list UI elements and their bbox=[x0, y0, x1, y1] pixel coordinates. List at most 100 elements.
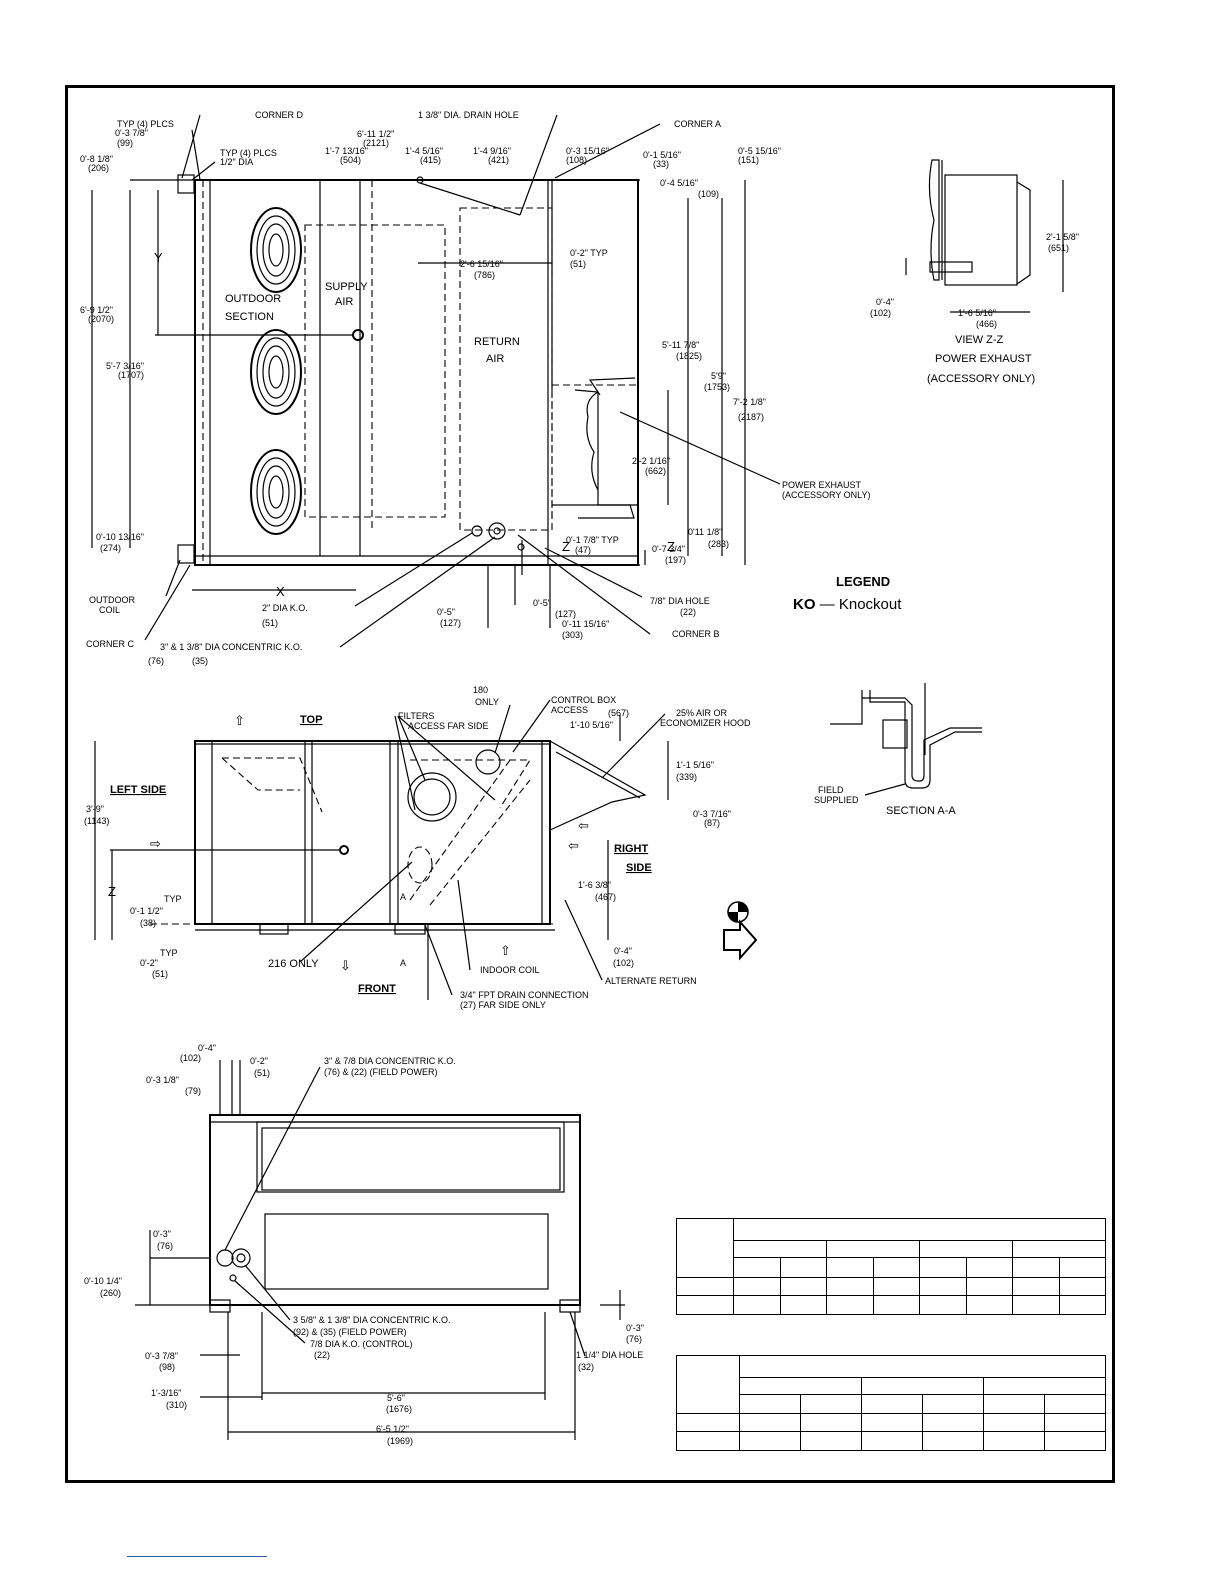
dimension-label: OUTDOOR bbox=[225, 293, 281, 305]
dimension-label: (102) bbox=[613, 958, 634, 968]
dimension-label: (283) bbox=[708, 539, 729, 549]
front-view: 0'-4" (102) 0'-2" (51) 0'-3 1/8" (79) 3"… bbox=[84, 1043, 644, 1446]
dimension-label: 0'-2" bbox=[140, 958, 158, 968]
dimension-label: 1'-6 3/8" bbox=[578, 880, 611, 890]
dimension-label: (76) bbox=[626, 1334, 642, 1344]
dimension-label: 2" DIA K.O. bbox=[262, 603, 308, 613]
dimension-label: ONLY bbox=[475, 697, 499, 707]
dimension-label: 5'-6" bbox=[387, 1393, 405, 1403]
direction-arrow-icon: ⇧ bbox=[500, 943, 511, 958]
dimension-label: (786) bbox=[474, 270, 495, 280]
fan-coil-2 bbox=[250, 329, 302, 415]
dimension-label: FILTERS bbox=[398, 711, 434, 721]
dimension-label: (415) bbox=[420, 155, 441, 165]
dimension-label: (2187) bbox=[738, 412, 764, 422]
dimension-label: (79) bbox=[185, 1086, 201, 1096]
dimension-label: SUPPLIED bbox=[814, 795, 859, 805]
dimension-label: 1 3/8" DIA. DRAIN HOLE bbox=[418, 110, 519, 120]
dimension-label: (35) bbox=[192, 656, 208, 666]
dimension-label: 1'-1 5/16" bbox=[676, 760, 714, 770]
dimension-label: (206) bbox=[88, 163, 109, 173]
dimension-label: ACCESS FAR SIDE bbox=[408, 721, 489, 731]
dimension-label: (109) bbox=[698, 189, 719, 199]
center-of-gravity-mark bbox=[352, 329, 364, 341]
dimension-label: POWER EXHAUST bbox=[782, 480, 862, 490]
direction-arrow-icon: ⇩ bbox=[340, 958, 351, 973]
dimension-label: (51) bbox=[254, 1068, 270, 1078]
legend-abbr: KO bbox=[793, 596, 816, 613]
dimension-label: 7/8 DIA K.O. (CONTROL) bbox=[310, 1339, 413, 1349]
dimension-label: (98) bbox=[159, 1362, 175, 1372]
dimension-label: 0'-5" bbox=[437, 607, 455, 617]
fan-coil-3 bbox=[250, 449, 302, 535]
dimension-label: (1825) bbox=[676, 351, 702, 361]
dimension-label: 1'-10 5/16" bbox=[570, 720, 613, 730]
side-view: 180 ONLY CONTROL BOX ACCESS (567) 25% AI… bbox=[84, 685, 758, 1010]
dimension-label: 0'-3 7/16" bbox=[693, 809, 731, 819]
dimension-label: CORNER A bbox=[674, 119, 721, 129]
dimension-label: (303) bbox=[562, 630, 583, 640]
dimension-label: (197) bbox=[665, 555, 686, 565]
dimension-label: SECTION A-A bbox=[886, 805, 956, 817]
dimension-label: 0'-4" bbox=[614, 946, 632, 956]
dimension-label: (33) bbox=[653, 159, 669, 169]
dimension-label: FRONT bbox=[358, 983, 396, 995]
legend-dash: — bbox=[819, 596, 835, 613]
dimension-label: (260) bbox=[100, 1288, 121, 1298]
dimension-label: Z bbox=[108, 884, 116, 899]
dimension-label: AIR bbox=[486, 353, 504, 365]
dimension-label: SIDE bbox=[626, 862, 652, 874]
legend-meaning: Knockout bbox=[838, 596, 902, 613]
dimension-label: 0'-1 7/8" TYP bbox=[566, 535, 619, 545]
dimension-label: 0'-5 15/16" bbox=[738, 146, 781, 156]
blank-table-2 bbox=[676, 1355, 1106, 1451]
dimension-label: (ACCESSORY ONLY) bbox=[782, 490, 871, 500]
dimension-label: 1'-3/16" bbox=[151, 1388, 181, 1398]
dimension-label: 3" & 7/8 DIA CONCENTRIC K.O. bbox=[324, 1056, 456, 1066]
dimension-label: (421) bbox=[488, 155, 509, 165]
dimension-label: 0'-2" bbox=[250, 1056, 268, 1066]
dimension-label: (ACCESSORY ONLY) bbox=[927, 373, 1035, 385]
dimension-label: 0'11 1/8" bbox=[688, 527, 722, 537]
dimension-label: (76) bbox=[148, 656, 164, 666]
dimension-label: 5'9" bbox=[711, 371, 726, 381]
dimension-label: 216 ONLY bbox=[268, 958, 319, 970]
dimension-label: 1'-7 13/16" bbox=[325, 146, 368, 156]
dimension-label: (99) bbox=[117, 138, 133, 148]
dimension-label: 6'-9 1/2" bbox=[80, 305, 113, 315]
dimension-label: TYP bbox=[160, 948, 178, 958]
dimension-label: (651) bbox=[1048, 243, 1069, 253]
dimension-label: CORNER D bbox=[255, 110, 304, 120]
dimension-label: 1 1/4" DIA HOLE bbox=[576, 1350, 643, 1360]
dimension-label: 0'-1 1/2" bbox=[130, 906, 163, 916]
drawing-frame bbox=[65, 85, 1115, 1483]
dimension-label: 0'-10 13/16" bbox=[96, 532, 144, 542]
dimension-label: (127) bbox=[555, 609, 576, 619]
dimension-label: (151) bbox=[738, 155, 759, 165]
dimension-label: OUTDOOR bbox=[89, 595, 135, 605]
dimension-label: VIEW Z-Z bbox=[955, 334, 1004, 346]
dimension-label: (47) bbox=[575, 545, 591, 555]
dimension-label: 0'-3 15/16" bbox=[566, 146, 609, 156]
dimension-label: (2070) bbox=[88, 314, 114, 324]
dimension-label: (467) bbox=[595, 892, 616, 902]
dimension-label: 1/2" DIA bbox=[220, 157, 253, 167]
dimension-label: 0'-3 7/8" bbox=[145, 1351, 178, 1361]
dimension-label: (51) bbox=[262, 618, 278, 628]
dimension-label: 7/8" DIA HOLE bbox=[650, 596, 710, 606]
dimension-label: (51) bbox=[570, 259, 586, 269]
dimension-label: AIR bbox=[335, 296, 353, 308]
dimension-label: INDOOR COIL bbox=[480, 965, 540, 975]
dimension-label: RIGHT bbox=[614, 843, 649, 855]
dimension-label: (38) bbox=[140, 918, 156, 928]
dimension-label: FIELD bbox=[818, 785, 844, 795]
dimension-label: (1143) bbox=[84, 816, 109, 826]
dimension-label: COIL bbox=[99, 605, 120, 615]
dimension-label: (466) bbox=[976, 319, 997, 329]
dimension-label: 0'-3 7/8" bbox=[115, 128, 148, 138]
dimension-label: 5'-7 3/16" bbox=[106, 361, 144, 371]
dimension-label: LEFT SIDE bbox=[110, 784, 166, 796]
dimension-label: (504) bbox=[340, 155, 361, 165]
dimension-label: 180 bbox=[473, 685, 488, 695]
dimension-label: 2'-6 15/16" bbox=[460, 259, 503, 269]
